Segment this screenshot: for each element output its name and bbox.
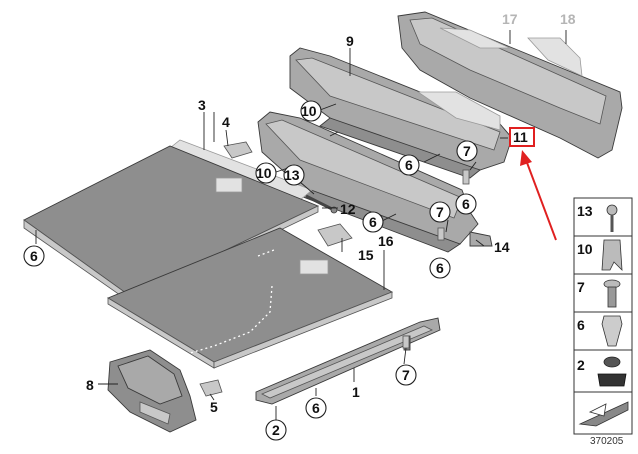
- diagram-number: 370205: [590, 436, 624, 447]
- label-7-b: 7: [436, 204, 444, 220]
- highlight-box: [509, 127, 535, 147]
- label-18: 18: [560, 11, 576, 27]
- leader-lines: [35, 48, 508, 420]
- clip-nut-icon: [601, 239, 623, 272]
- label-15: 15: [358, 247, 374, 263]
- part-11-pad: [416, 91, 501, 131]
- highlight-arrow: [520, 150, 557, 241]
- label-2: 2: [272, 422, 280, 438]
- part-rear-panel-upper: [397, 11, 623, 159]
- label-16: 16: [378, 233, 394, 249]
- fastener-legend: 13 10 7 6 2: [573, 197, 633, 435]
- label-10-lower: 10: [256, 165, 272, 181]
- label-4: 4: [222, 114, 230, 130]
- expanding-rivet-icon: [603, 279, 621, 308]
- part-17-pad: [439, 27, 511, 49]
- label-7-a: 7: [463, 143, 471, 159]
- label-12: 12: [340, 201, 356, 217]
- label-6-b: 6: [369, 214, 377, 230]
- push-clip-icon: [601, 315, 623, 347]
- legend-label-7: 7: [577, 279, 585, 295]
- label-6-c: 6: [462, 196, 470, 212]
- label-11: 11: [513, 129, 528, 145]
- grommet-icon: [597, 356, 627, 387]
- legend-label-13: 13: [577, 203, 593, 219]
- lower-cutout: [299, 259, 329, 275]
- part-15-pad: [317, 223, 353, 247]
- part-lower-trim-rail: [257, 111, 493, 253]
- label-6-e: 6: [30, 248, 38, 264]
- label-13: 13: [284, 167, 300, 183]
- legend-label-6: 6: [577, 317, 585, 333]
- label-3: 3: [198, 97, 206, 113]
- label-6-a: 6: [405, 157, 413, 173]
- part-7-clips: [402, 169, 470, 349]
- label-17: 17: [502, 11, 518, 27]
- label-10-upper: 10: [301, 103, 317, 119]
- label-7-c: 7: [402, 367, 410, 383]
- label-1: 1: [352, 384, 360, 400]
- label-6-d: 6: [436, 260, 444, 276]
- part-9-trim-rail: [289, 47, 513, 179]
- part-8-tray: [107, 349, 197, 433]
- legend-label-10: 10: [577, 241, 593, 257]
- label-9: 9: [346, 33, 354, 49]
- part-18-pad: [527, 37, 583, 77]
- floor-cutout: [215, 177, 243, 193]
- label-14: 14: [494, 239, 510, 255]
- screw-icon: [606, 204, 618, 232]
- part-16-lower-panel: [106, 227, 394, 369]
- direction-arrow-icon: [578, 401, 629, 427]
- label-6-f: 6: [312, 400, 320, 416]
- label-5: 5: [210, 399, 218, 415]
- callout-labels: 3 4 9 17 18 10 10 13 12 6 6 7 7 6 6 14 1…: [23, 11, 576, 441]
- part-5-clip: [199, 379, 223, 397]
- part-4-bracket: [223, 141, 253, 159]
- label-8: 8: [86, 377, 94, 393]
- legend-label-2: 2: [577, 357, 585, 373]
